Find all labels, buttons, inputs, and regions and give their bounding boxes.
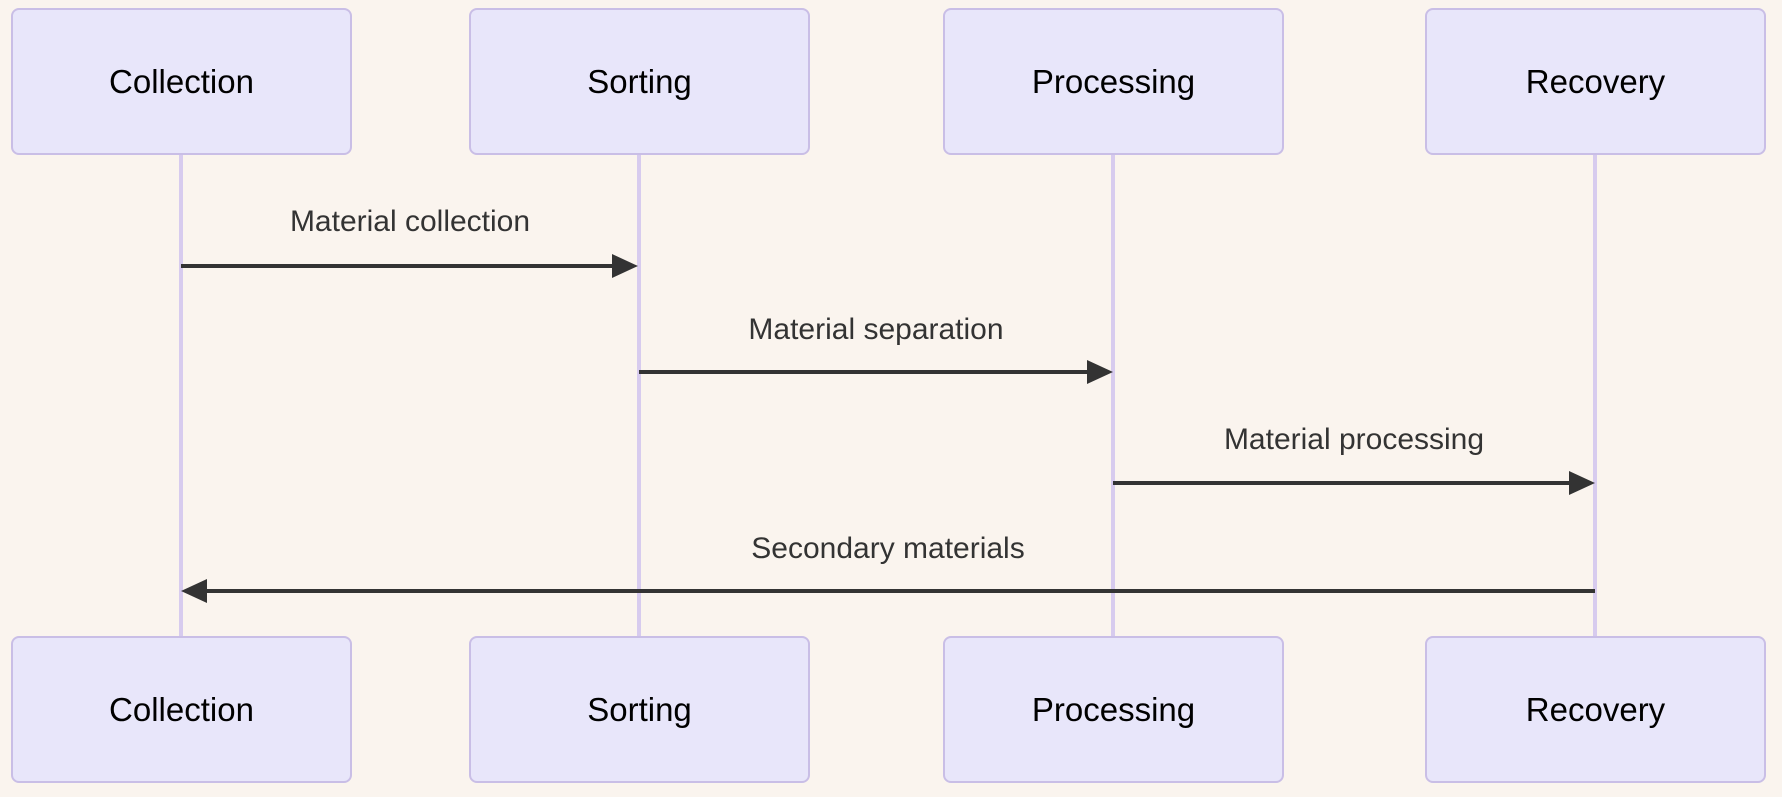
lifeline-collection <box>179 155 183 636</box>
arrow-shaft <box>639 370 1093 374</box>
message-label-secondary-materials: Secondary materials <box>751 532 1025 565</box>
actor-bottom-sorting: Sorting <box>469 636 810 783</box>
actor-top-sorting: Sorting <box>469 8 810 155</box>
actor-label: Sorting <box>587 62 692 100</box>
arrowhead-left-icon <box>181 579 207 603</box>
arrow-shaft <box>1113 481 1575 485</box>
arrowhead-right-icon <box>1087 360 1113 384</box>
actor-label: Collection <box>109 62 254 100</box>
actor-label: Sorting <box>587 690 692 728</box>
actor-bottom-collection: Collection <box>11 636 352 783</box>
lifeline-processing <box>1111 155 1115 636</box>
message-arrow-secondary-materials <box>181 579 1595 603</box>
message-label-material-collection: Material collection <box>289 205 531 238</box>
message-arrow-material-processing <box>1113 471 1595 495</box>
arrowhead-right-icon <box>612 254 638 278</box>
arrow-shaft <box>181 264 618 268</box>
message-arrow-material-separation <box>639 360 1113 384</box>
actor-label: Collection <box>109 690 254 728</box>
message-arrow-material-collection <box>181 254 638 278</box>
actor-label: Recovery <box>1525 62 1666 100</box>
arrow-shaft <box>201 589 1595 593</box>
actor-label: Processing <box>1031 690 1196 728</box>
actor-top-processing: Processing <box>943 8 1284 155</box>
arrowhead-right-icon <box>1569 471 1595 495</box>
message-label-material-processing: Material processing <box>1223 423 1485 456</box>
actor-bottom-processing: Processing <box>943 636 1284 783</box>
message-label-material-separation: Material separation <box>748 313 1004 346</box>
lifeline-recovery <box>1593 155 1597 636</box>
actor-label: Processing <box>1031 62 1196 100</box>
actor-top-recovery: Recovery <box>1425 8 1766 155</box>
actor-label: Recovery <box>1525 690 1666 728</box>
actor-bottom-recovery: Recovery <box>1425 636 1766 783</box>
lifeline-sorting <box>637 155 641 636</box>
actor-top-collection: Collection <box>11 8 352 155</box>
